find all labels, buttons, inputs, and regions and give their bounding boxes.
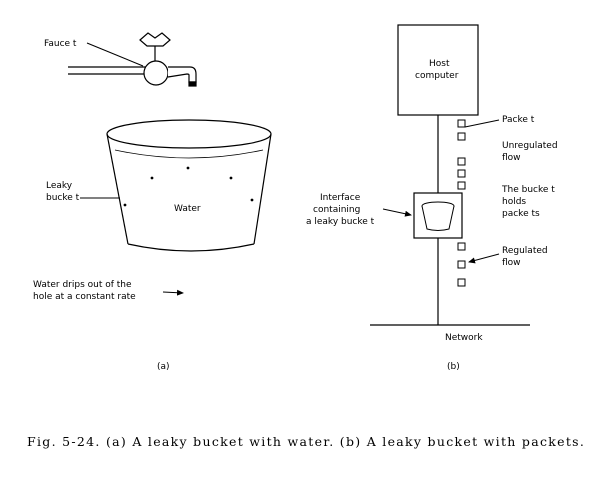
- leaky-bucket-label-line1: Leaky: [46, 181, 73, 191]
- unregulated-flow-label-line2: flow: [502, 153, 521, 163]
- panel-a: Fauce t Water Leaky bucke t Water drips …: [33, 32, 272, 372]
- interface-label-line2: containing: [313, 205, 360, 215]
- interface-label-line3: a leaky bucke t: [306, 217, 375, 227]
- regulated-flow-label: Regulated flow: [502, 246, 550, 268]
- network-label: Network: [445, 333, 483, 343]
- panel-a-label: (a): [157, 362, 170, 372]
- bucket-holds-label-line3: packe ts: [502, 209, 540, 219]
- faucet-pointer: [86, 42, 144, 67]
- packet-pointer: [464, 119, 500, 128]
- drips-label: Water drips out of the hole at a constan…: [33, 280, 136, 302]
- regulated-flow-label-line2: flow: [502, 258, 521, 268]
- faucet-label: Fauce t: [44, 39, 77, 49]
- water-label: Water: [174, 204, 201, 214]
- host-computer-label-line1: Host: [429, 59, 450, 69]
- packet: [457, 242, 466, 251]
- panel-b-label: (b): [447, 362, 460, 372]
- unregulated-flow-label-line1: Unregulated: [502, 141, 558, 151]
- drips-arrow: [162, 289, 184, 296]
- unregulated-flow-label: Unregulated flow: [502, 141, 560, 163]
- panel-b: Host computer Network Packe t Unregulate…: [306, 24, 560, 372]
- bucket-holds-label-line2: holds: [502, 197, 526, 207]
- packet: [457, 157, 466, 166]
- host-computer-box: [397, 24, 479, 116]
- unregulated-packets: [457, 119, 466, 190]
- figure-caption: Fig. 5-24. (a) A leaky bucket with water…: [27, 434, 586, 449]
- host-computer-label: Host computer: [415, 59, 459, 81]
- regulated-flow-label-line1: Regulated: [502, 246, 548, 256]
- drips-label-line2: hole at a constant rate: [33, 292, 136, 302]
- packet: [457, 169, 466, 178]
- interface-pointer: [382, 208, 412, 217]
- packet-label: Packe t: [502, 115, 535, 125]
- packet-bucket-drawing: [421, 201, 455, 231]
- leaky-bucket-label: Leaky bucke t: [46, 181, 80, 203]
- regulated-packets: [457, 242, 466, 287]
- packet: [457, 132, 466, 141]
- regulated-pointer: [468, 253, 500, 264]
- packet: [457, 119, 466, 128]
- bucket-holds-label-line1: The bucke t: [501, 185, 555, 195]
- faucet-drawing: [68, 32, 197, 87]
- interface-label-line1: Interface: [320, 193, 361, 203]
- leaky-bucket-label-line2: bucke t: [46, 193, 80, 203]
- drips-label-line1: Water drips out of the: [33, 280, 132, 290]
- bucket-holds-label: The bucke t holds packe ts: [501, 185, 558, 219]
- packet: [457, 278, 466, 287]
- bucket-drawing: [106, 119, 272, 252]
- host-computer-label-line2: computer: [415, 71, 459, 81]
- packet: [457, 181, 466, 190]
- interface-label: Interface containing a leaky bucke t: [306, 193, 375, 227]
- packet: [457, 260, 466, 269]
